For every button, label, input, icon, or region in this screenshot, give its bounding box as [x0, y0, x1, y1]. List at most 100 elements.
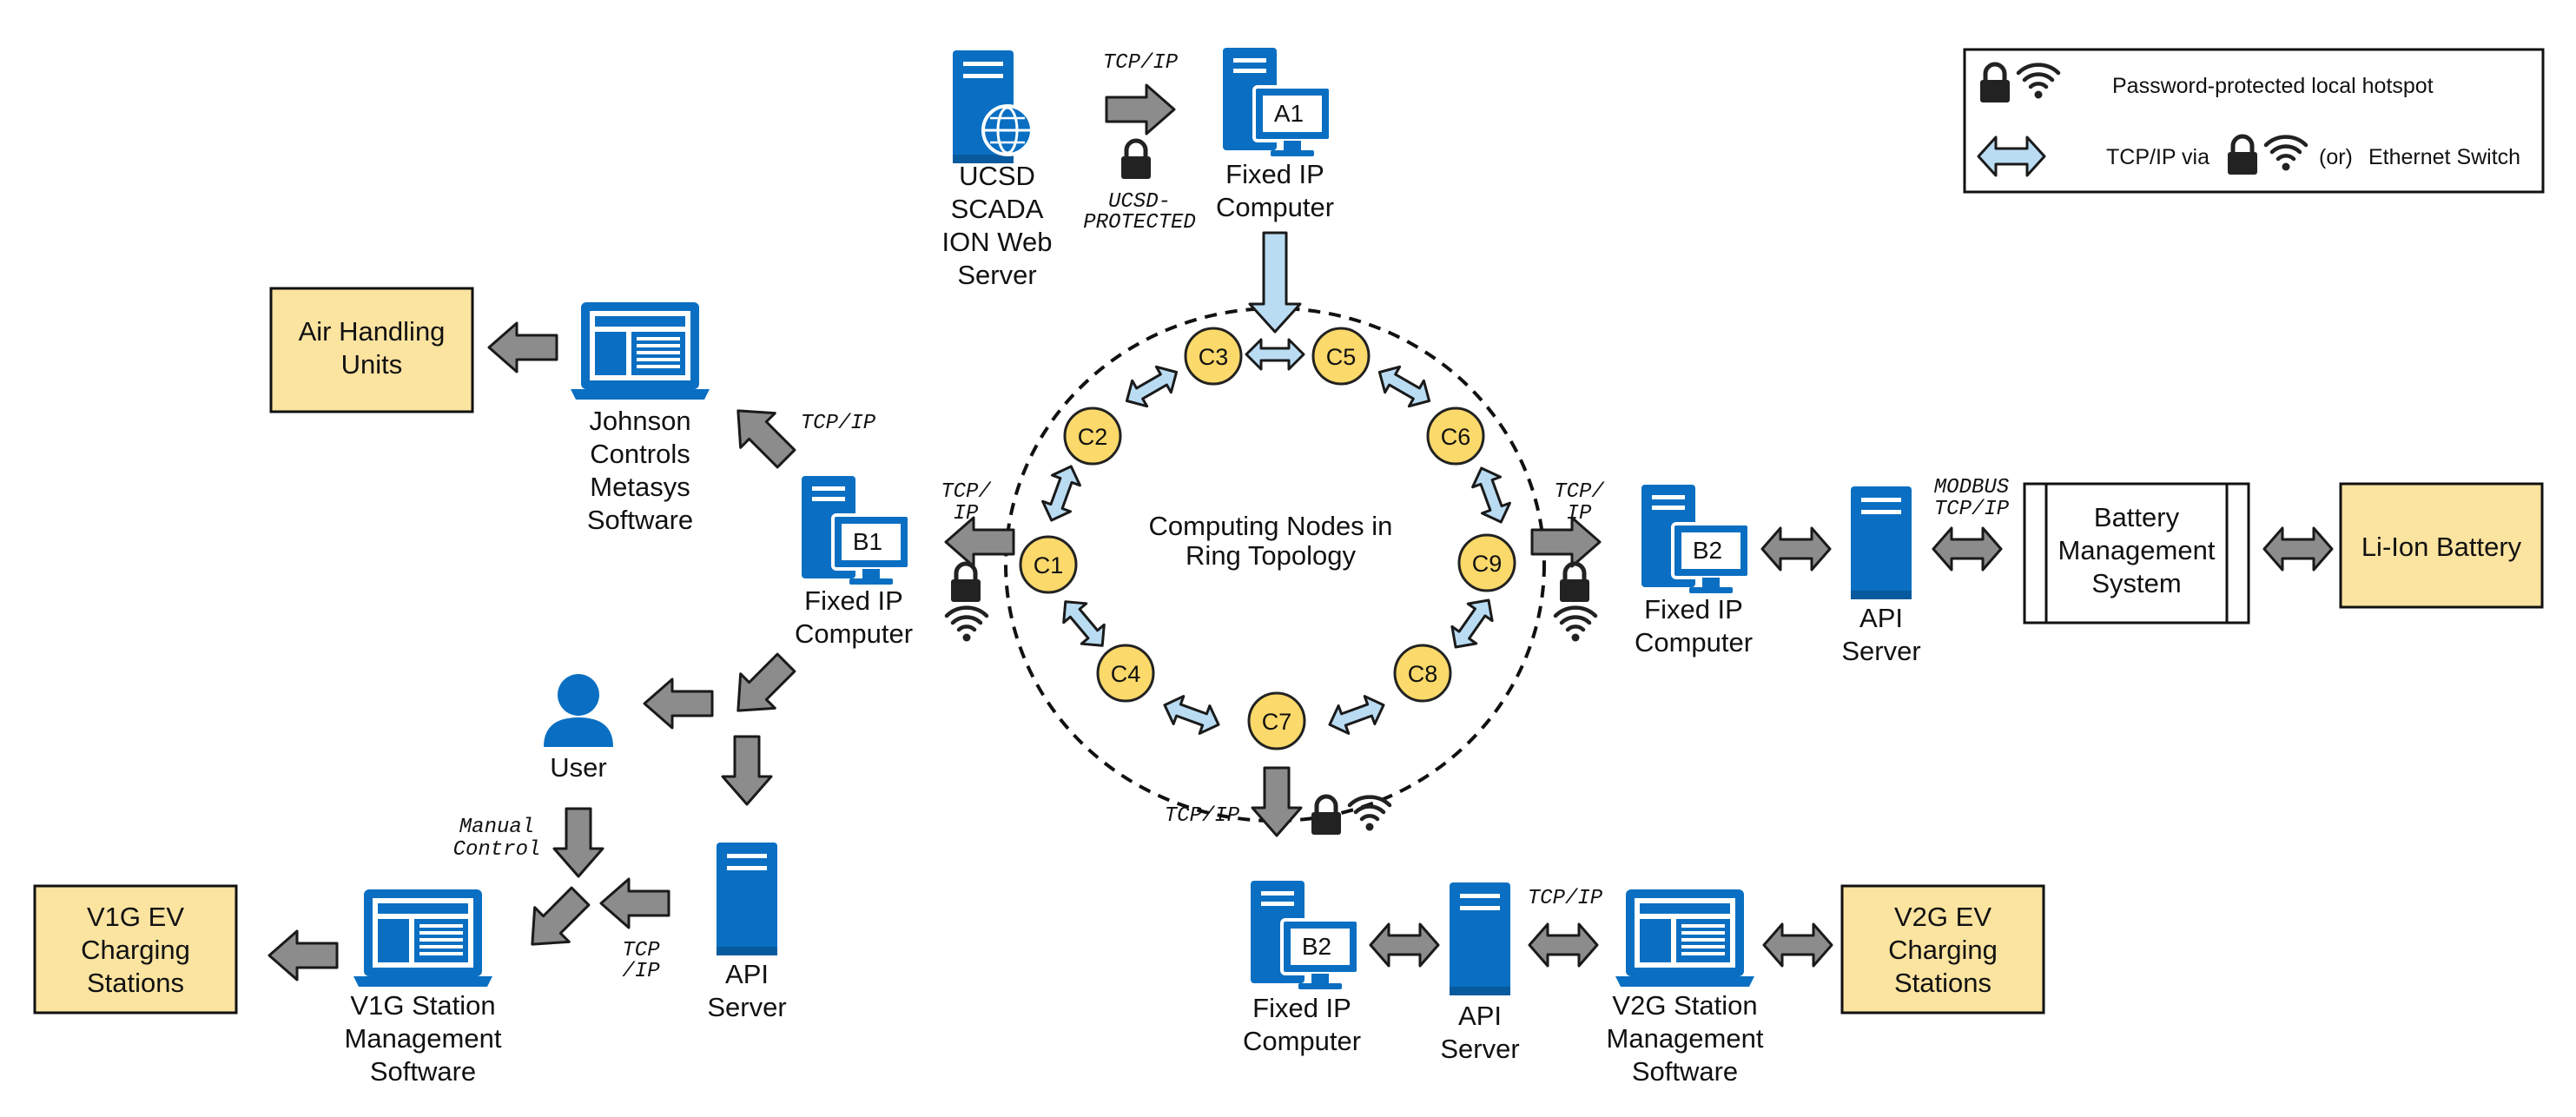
node-c8: C8: [1393, 644, 1452, 703]
computer-b2-right: B2 Fixed IP Computer: [1635, 483, 1753, 658]
arrow-b1-to-johnson: [719, 392, 805, 478]
b2-right-2: Computer: [1635, 627, 1753, 658]
arrow-b1-to-user-branch: [719, 644, 805, 730]
wifi-icon: [1350, 797, 1390, 831]
b2-bottom-1: Fixed IP: [1252, 993, 1351, 1023]
johnson-tcp-label: TCP/IP: [801, 412, 876, 435]
api-server-left: API Server: [707, 843, 787, 1022]
node-c2-label: C2: [1078, 424, 1108, 450]
user-label: User: [550, 752, 606, 783]
laptop-icon: [571, 302, 710, 400]
link-c4-c7: [1158, 690, 1225, 740]
computer-b2-right-badge: B2: [1693, 537, 1722, 564]
air-handling-1: Air Handling: [299, 316, 446, 347]
node-c3-label: C3: [1199, 344, 1229, 370]
v2g-soft-2: Management: [1607, 1023, 1764, 1054]
link-c1-c4: [1053, 591, 1115, 657]
v1g-soft-2: Management: [345, 1023, 502, 1054]
johnson-controls-software: Johnson Controls Metasys Software: [571, 302, 710, 535]
v1g-tcp-2: /IP: [622, 960, 660, 983]
node-c9-label: C9: [1472, 551, 1503, 577]
modbus-2: TCP/IP: [1934, 498, 2010, 521]
arrow-api-to-v1g: [599, 877, 670, 929]
ring-label-line1: Computing Nodes in: [1149, 511, 1393, 541]
v2g-station-software: V2G Station Management Software: [1607, 889, 1764, 1087]
arrow-b2-bottom-api: [1369, 922, 1440, 968]
manual-control-1: Manual: [459, 816, 534, 839]
bms-1: Battery: [2094, 502, 2180, 532]
api-bottom-1: API: [1458, 1001, 1502, 1031]
bottom-tcp-label: TCP/IP: [1165, 804, 1240, 828]
node-c6: C6: [1426, 406, 1485, 466]
arrow-api-bms: [1932, 526, 2003, 572]
wifi-icon: [947, 608, 987, 642]
computer-b2-bottom-badge: B2: [1302, 933, 1331, 960]
arrow-bms-battery: [2262, 526, 2334, 572]
arrow-user-to-v1g: [552, 807, 604, 878]
b1-label-2: Computer: [795, 618, 913, 649]
node-c1: C1: [1019, 535, 1078, 594]
arrow-v1g-soft-to-ev: [268, 929, 339, 982]
v1g-ev-3: Stations: [87, 968, 184, 998]
node-c9: C9: [1457, 533, 1516, 592]
box-v1g-ev: V1G EV Charging Stations: [33, 884, 238, 1015]
computer-b2-bottom: B2 Fixed IP Computer: [1243, 879, 1361, 1056]
v2g-ev-3: Stations: [1894, 968, 1991, 998]
link-c9-c8: [1442, 590, 1503, 658]
v2g-ev-2: Charging: [1888, 935, 1998, 965]
box-air-handling: Air Handling Units: [269, 287, 474, 413]
a1-label-1: Fixed IP: [1225, 159, 1324, 189]
legend-hotspot-text: Password-protected local hotspot: [2112, 74, 2434, 98]
arrow-to-api-left: [721, 735, 773, 806]
lock-icon: [951, 564, 981, 602]
johnson-3: Metasys: [590, 472, 690, 502]
johnson-2: Controls: [590, 439, 690, 469]
v1g-tcp-1: TCP: [622, 939, 660, 962]
arrow-ring-to-b2-bottom: [1251, 766, 1303, 837]
api-bottom-2: Server: [1440, 1034, 1519, 1064]
node-c7-label: C7: [1262, 709, 1292, 735]
johnson-4: Software: [587, 505, 693, 535]
node-c5-label: C5: [1326, 344, 1357, 370]
link-c3-c5: [1245, 338, 1305, 371]
box-v2g-ev: V2G EV Charging Stations: [1840, 884, 2045, 1015]
legend: Password-protected local hotspot TCP/IP …: [1963, 48, 2545, 194]
b1-tcp-2: IP: [954, 502, 979, 525]
bms-3: System: [2091, 568, 2181, 598]
api-server-bottom: API Server: [1440, 882, 1520, 1064]
lock-icon: [1311, 796, 1341, 835]
box-li-ion-battery: Li-Ion Battery: [2339, 482, 2544, 609]
link-c2-c3: [1118, 358, 1186, 415]
v2g-soft-3: Software: [1632, 1056, 1738, 1087]
legend-ethernet-text: Ethernet Switch: [2368, 145, 2520, 169]
api-server-right: API Server: [1841, 486, 1921, 666]
server-icon: [1851, 486, 1912, 599]
v1g-soft-1: V1G Station: [350, 990, 495, 1021]
lock-icon: [1121, 141, 1151, 179]
manual-control-2: Control: [453, 838, 541, 862]
arrow-user-diag-to-v1g: [513, 877, 599, 963]
arrow-api-v2g-soft: [1528, 922, 1599, 968]
legend-or-text: (or): [2319, 145, 2353, 169]
user: User: [544, 674, 613, 783]
node-c1-label: C1: [1034, 552, 1064, 578]
modbus-1: MODBUS: [1934, 476, 2009, 499]
scada-server: UCSD SCADA ION Web Server: [942, 50, 1052, 290]
computer-a1-badge: A1: [1274, 100, 1304, 127]
link-c1-c2: [1036, 459, 1087, 527]
computer-a1: A1 Fixed IP Computer: [1216, 46, 1334, 222]
node-c2: C2: [1063, 406, 1122, 466]
node-c4-label: C4: [1111, 661, 1141, 687]
wifi-icon: [1556, 608, 1595, 642]
server-icon: [1450, 882, 1510, 995]
ucsd-protected-2: PROTECTED: [1083, 211, 1196, 235]
scada-tcp-label: TCP/IP: [1103, 51, 1179, 75]
computer-b1: B1 Fixed IP Computer: [795, 474, 913, 649]
arrow-johnson-to-air: [487, 321, 558, 373]
lock-icon: [1560, 564, 1589, 602]
v1g-station-software: V1G Station Management Software: [345, 889, 502, 1087]
link-c5-c6: [1371, 358, 1438, 415]
laptop-icon: [1615, 889, 1754, 987]
v2g-soft-1: V2G Station: [1612, 990, 1757, 1021]
link-c7-c8: [1323, 690, 1390, 740]
